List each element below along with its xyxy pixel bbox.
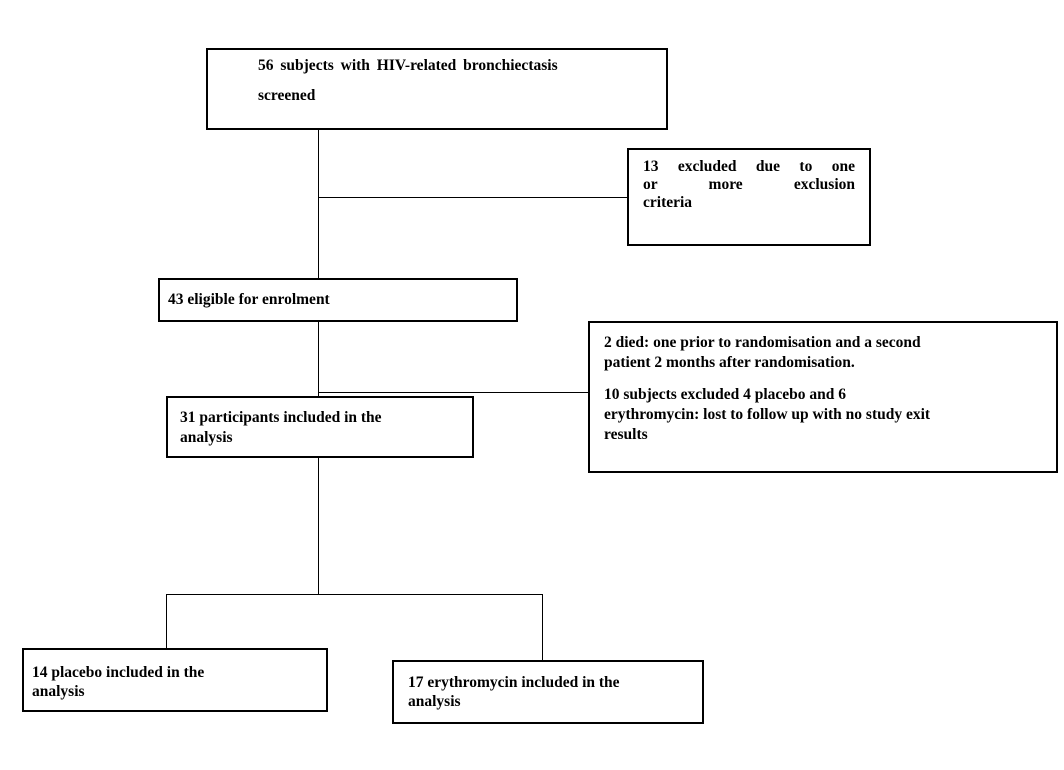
- placebo-line-2: analysis: [32, 683, 85, 700]
- connector-branch-to-losses: [318, 392, 588, 393]
- connector-split-horizontal: [166, 594, 543, 595]
- screened-line-1: 56 subjects with HIV-related bronchiecta…: [258, 57, 558, 74]
- eligible-box: 43 eligible for enrolment: [158, 278, 518, 322]
- analysed-line-1: 31 participants included in the: [180, 409, 382, 426]
- erythromycin-line-2: analysis: [408, 693, 461, 710]
- losses-box: 2 died: one prior to randomisation and a…: [588, 321, 1058, 473]
- connector-screened-to-eligible: [318, 130, 319, 278]
- lost-line-3: results: [604, 426, 648, 443]
- connector-to-erythromycin: [542, 594, 543, 660]
- connector-analysed-to-split: [318, 458, 319, 594]
- died-line-2: patient 2 months after randomisation.: [604, 354, 855, 371]
- analysed-box: 31 participants included in the analysis: [166, 396, 474, 458]
- excluded-line-1: 13 excluded due to one: [643, 158, 855, 175]
- placebo-arm-box: 14 placebo included in the analysis: [22, 648, 328, 712]
- erythromycin-arm-box: 17 erythromycin included in the analysis: [392, 660, 704, 724]
- connector-branch-to-excluded: [318, 197, 627, 198]
- eligible-label: 43 eligible for enrolment: [168, 291, 330, 308]
- excluded-line-2: or more exclusion: [643, 176, 855, 193]
- screened-box: 56 subjects with HIV-related bronchiecta…: [206, 48, 668, 130]
- connector-to-placebo: [166, 594, 167, 648]
- placebo-line-1: 14 placebo included in the: [32, 664, 205, 681]
- excluded-line-3: criteria: [643, 194, 693, 211]
- analysed-line-2: analysis: [180, 429, 233, 446]
- excluded-criteria-box: 13 excluded due to one or more exclusion…: [627, 148, 871, 246]
- erythromycin-line-1: 17 erythromycin included in the: [408, 674, 620, 691]
- died-line-1: 2 died: one prior to randomisation and a…: [604, 334, 921, 351]
- lost-line-1: 10 subjects excluded 4 placebo and 6: [604, 386, 846, 403]
- connector-eligible-to-analysed: [318, 322, 319, 396]
- lost-line-2: erythromycin: lost to follow up with no …: [604, 406, 931, 423]
- screened-line-2: screened: [258, 87, 316, 104]
